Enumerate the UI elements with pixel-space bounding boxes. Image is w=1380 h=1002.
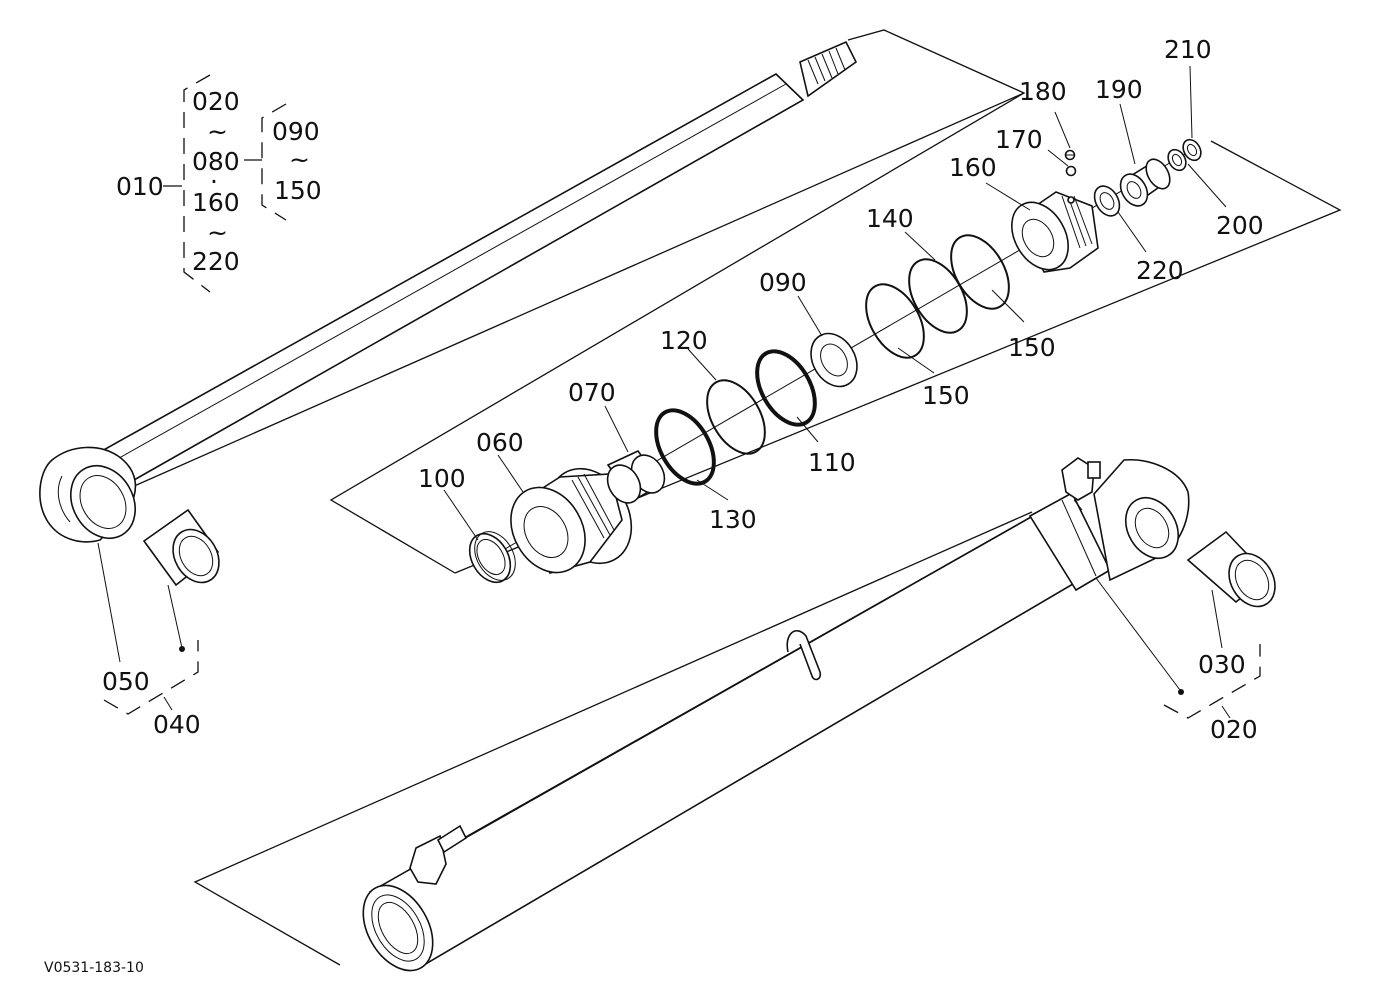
callout-labels: 210 180 190 170 160 200 140 220 090 150 … (102, 35, 1264, 744)
callout-140: 140 (866, 204, 914, 233)
piston-rod (39, 29, 1026, 543)
callout-150-lower: 150 (922, 381, 970, 410)
leader-lines (97, 65, 1261, 719)
seal-ring-130 (654, 408, 716, 486)
callout-020: 020 (1210, 715, 1258, 744)
leader-dot (179, 646, 185, 652)
callout-130: 130 (709, 505, 757, 534)
callout-050: 050 (102, 667, 150, 696)
callout-170: 170 (995, 125, 1043, 154)
cylinder-tube (193, 457, 1190, 972)
callout-220: 220 (1136, 256, 1184, 285)
bushing-070 (606, 449, 666, 504)
callout-110: 110 (808, 448, 856, 477)
washer-220 (1093, 185, 1121, 217)
callout-120: 120 (660, 326, 708, 355)
callout-150-subrange: 150 (274, 176, 322, 205)
callout-080-range: 080 (192, 147, 240, 176)
callout-060: 060 (476, 428, 524, 457)
callout-190: 190 (1095, 75, 1143, 104)
callout-090-subrange: 090 (272, 117, 320, 146)
range-tilde: ~ (207, 218, 228, 247)
callout-200: 200 (1216, 211, 1264, 240)
seal-ring-110 (755, 349, 817, 427)
callout-160-range: 160 (192, 188, 240, 217)
piston-160 (1011, 191, 1099, 273)
washer-210 (1182, 138, 1202, 162)
assembly-group-bracket: 010 020 ~ 080 · 160 ~ 220 090 ~ 150 (116, 74, 322, 293)
leader-dot (1178, 689, 1184, 695)
range-tilde: ~ (289, 145, 310, 174)
seal-ring-150-upper (950, 234, 1010, 310)
callout-150-upper: 150 (1008, 333, 1056, 362)
nut-200 (1167, 148, 1187, 172)
collar-190 (1119, 158, 1171, 207)
seal-ring-150-lower (865, 283, 925, 359)
callout-040: 040 (153, 710, 201, 739)
callout-220-range: 220 (192, 247, 240, 276)
set-screw-170 (1065, 165, 1077, 177)
callout-020-range: 020 (192, 87, 240, 116)
seal-ring-140 (908, 258, 968, 334)
callout-180: 180 (1019, 77, 1067, 106)
seal-kit-group (329, 92, 1342, 584)
callout-160: 160 (949, 153, 997, 182)
callout-030: 030 (1198, 650, 1246, 679)
callout-010: 010 (116, 172, 164, 201)
callout-210: 210 (1164, 35, 1212, 64)
bushing-clevis-030 (1186, 530, 1276, 608)
backup-ring-120 (706, 379, 766, 455)
callout-090: 090 (759, 268, 807, 297)
range-tilde: ~ (207, 117, 228, 146)
figure-id: V0531-183-10 (44, 960, 144, 976)
bushing-rod-eye (142, 508, 220, 587)
callout-070: 070 (568, 378, 616, 407)
callout-100: 100 (418, 464, 466, 493)
range-dot: · (210, 167, 218, 196)
collar-090 (810, 332, 858, 388)
wiper-seal-100 (468, 531, 516, 584)
